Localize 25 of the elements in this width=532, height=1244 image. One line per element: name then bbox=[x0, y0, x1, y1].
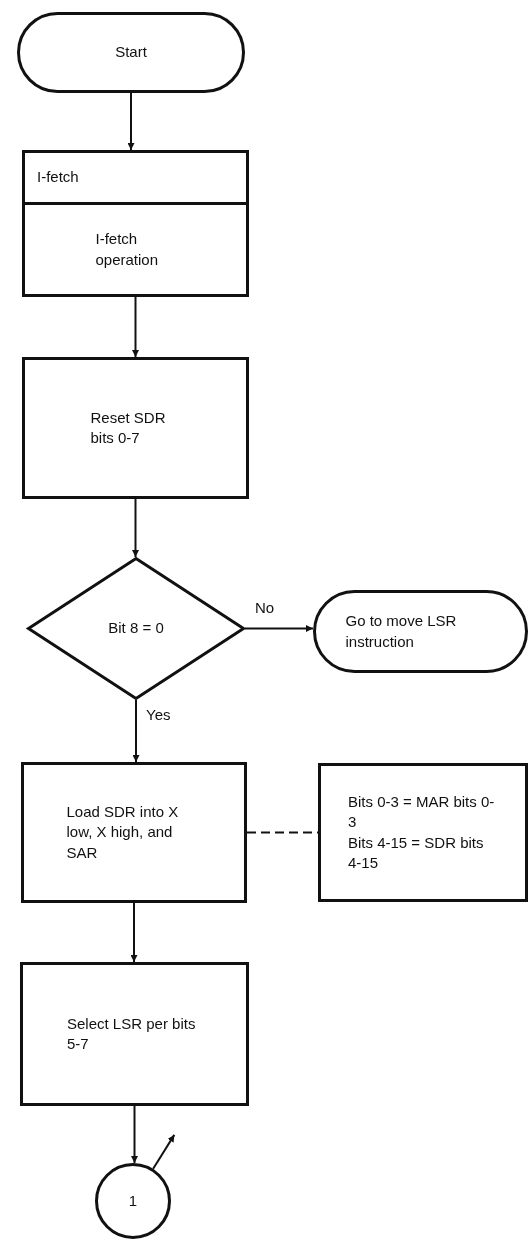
connector-number: 1 bbox=[128, 1190, 138, 1211]
node-text: Load SDR into X low, X high, and SAR bbox=[66, 802, 180, 863]
node-text: Bits 4-15 = SDR bits 4-15 bbox=[348, 832, 485, 873]
annotation-box bbox=[318, 763, 528, 902]
node-text: Start bbox=[115, 42, 147, 63]
arrow bbox=[131, 1105, 138, 1164]
arrow bbox=[132, 498, 139, 558]
process-box bbox=[22, 357, 249, 499]
arrow bbox=[127, 92, 135, 151]
node-text: Reset SDR bits 0-7 bbox=[90, 407, 167, 448]
process-box bbox=[20, 962, 249, 1106]
arrow bbox=[132, 296, 139, 358]
node-text: I-fetch operation bbox=[95, 229, 160, 270]
arrow bbox=[130, 902, 138, 963]
box-heading: I-fetch bbox=[37, 167, 79, 188]
decision-diamond bbox=[27, 557, 245, 700]
node-text: Bit 8 = 0 bbox=[108, 618, 164, 639]
node-text: Go to move LSR instruction bbox=[345, 611, 458, 652]
arrow bbox=[132, 699, 140, 763]
arrow bbox=[244, 625, 314, 632]
predefined-process-box bbox=[22, 150, 249, 297]
process-box bbox=[21, 762, 247, 903]
arrow bbox=[152, 1133, 176, 1170]
node-text: Select LSR per bits 5-7 bbox=[67, 1013, 197, 1054]
node-text: Bits 0-3 = MAR bits 0-3 bbox=[348, 792, 496, 833]
